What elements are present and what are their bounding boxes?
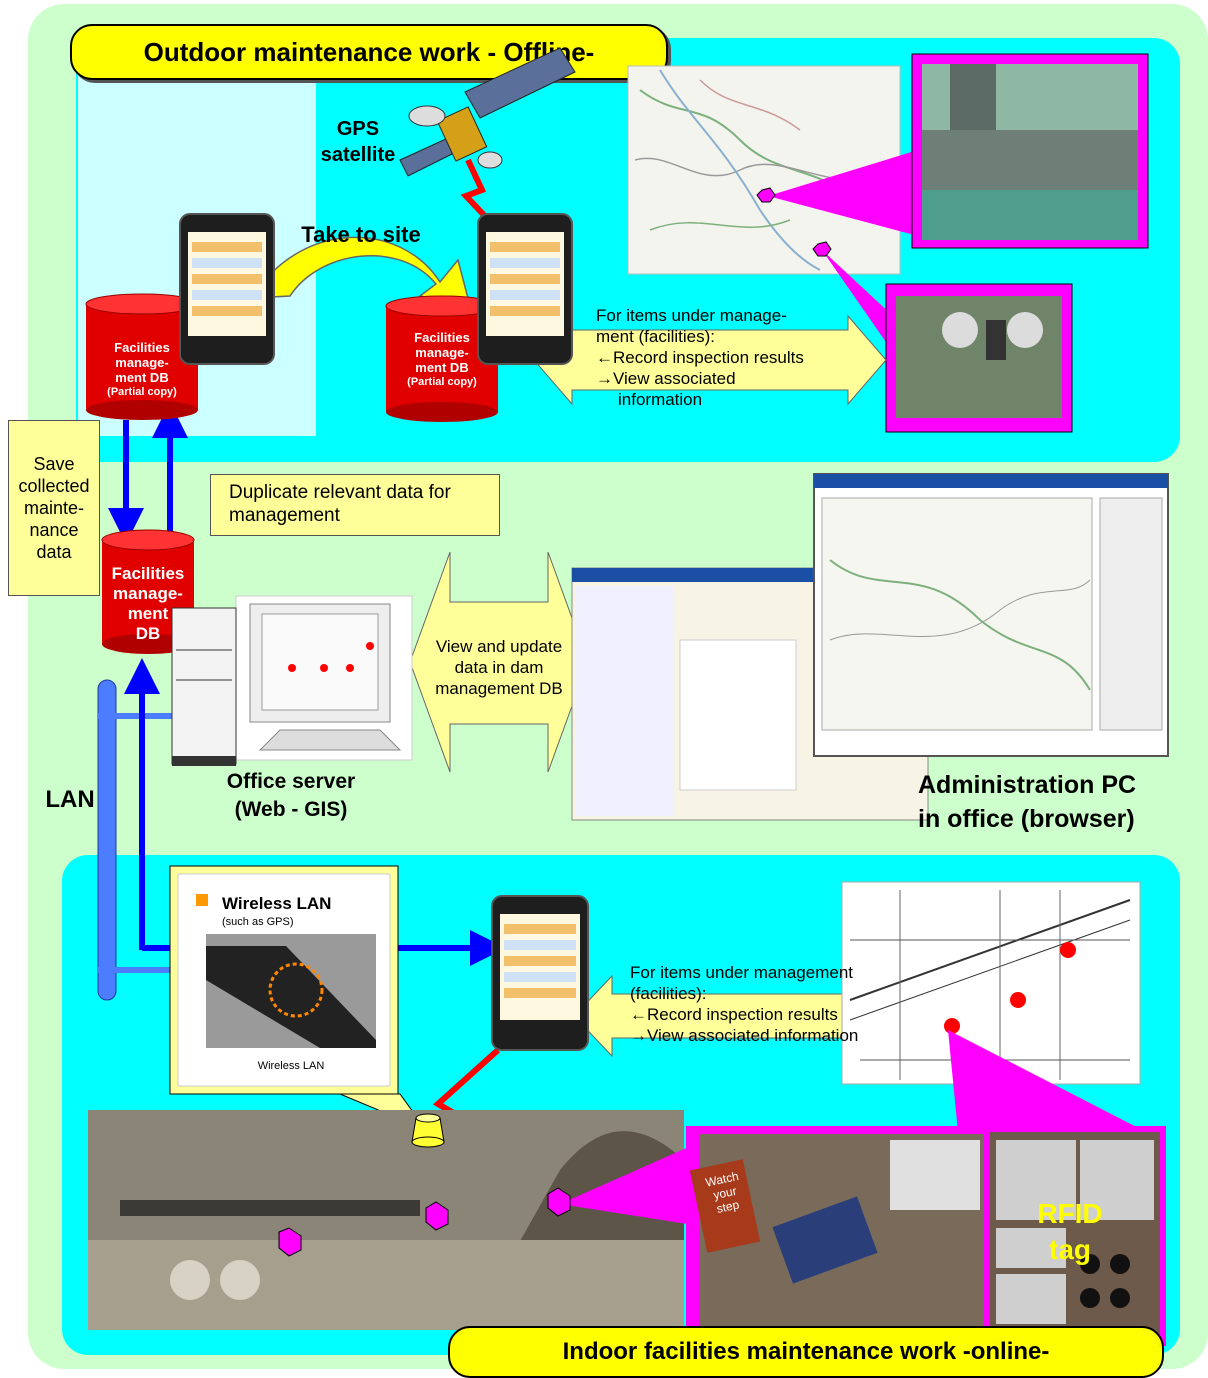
items-line: For items under management bbox=[630, 963, 853, 982]
db-label-line: manage- bbox=[415, 345, 469, 360]
db-main-label: Facilities manage- ment DB bbox=[102, 564, 194, 644]
db-label-line: Facilities bbox=[114, 340, 170, 355]
db-label-line: ment bbox=[127, 604, 169, 623]
outdoor-items-text: For items under manage- ment (facilities… bbox=[596, 305, 848, 410]
wireless-box-title: Wireless LAN bbox=[222, 894, 332, 913]
db-label-line: ment DB bbox=[115, 370, 169, 385]
equipment-photo bbox=[896, 296, 1062, 418]
watch-step-sign bbox=[689, 1159, 761, 1253]
location-marker bbox=[812, 241, 832, 257]
location-marker bbox=[278, 1227, 302, 1257]
arrow-line: management DB bbox=[435, 679, 563, 698]
items-line: information bbox=[618, 390, 703, 409]
server-label-line: Office server bbox=[226, 770, 356, 793]
location-marker bbox=[547, 1187, 571, 1217]
facility-drawing bbox=[841, 881, 1141, 1085]
wireless-box-subtitle: (such as GPS) bbox=[222, 916, 294, 928]
callout-line: management bbox=[229, 505, 340, 526]
callout-line: nance bbox=[29, 520, 79, 540]
pda-device-outdoor-left bbox=[179, 213, 275, 365]
items-line: ←Record inspection results bbox=[596, 348, 804, 367]
items-line: For items under manage- bbox=[596, 306, 787, 325]
outdoor-banner-text: Outdoor maintenance work - Offline- bbox=[143, 36, 595, 67]
location-marker bbox=[756, 187, 776, 203]
location-marker bbox=[425, 1201, 449, 1231]
office-server-label: Office server (Web - GIS) bbox=[196, 768, 386, 824]
take-to-site-arrow bbox=[250, 236, 472, 307]
inspection-callout-pointer bbox=[560, 1142, 700, 1226]
db-partial-right-label: Facilities manage- ment DB (Partial copy… bbox=[386, 330, 498, 390]
items-line: ment (facilities): bbox=[596, 327, 716, 346]
rfid-label-line: tag bbox=[1049, 1234, 1091, 1265]
take-to-site-label: Take to site bbox=[301, 222, 421, 247]
gps-signal-arrow bbox=[460, 158, 503, 235]
rfid-tag-label: RFID tag bbox=[1010, 1196, 1130, 1268]
wireless-box-caption: Wireless LAN bbox=[257, 1060, 325, 1072]
db-label-line: manage- bbox=[113, 584, 183, 603]
save-data-callout: Save collected mainte- nance data bbox=[8, 420, 100, 596]
indoor-banner-text: Indoor facilities maintenance work -onli… bbox=[562, 1338, 1050, 1365]
pda-device-outdoor-right bbox=[477, 213, 573, 365]
admin-label-line: Administration PC bbox=[918, 771, 1137, 799]
arrow-line: data in dam bbox=[454, 658, 544, 677]
items-line: →View associated bbox=[596, 369, 736, 388]
pda-device-indoor bbox=[491, 895, 589, 1051]
db-label-line: Facilities bbox=[414, 330, 470, 345]
db-label-line: Facilities bbox=[111, 564, 185, 583]
server-label-line: (Web - GIS) bbox=[234, 798, 348, 821]
db-label-line: (Partial copy) bbox=[407, 376, 477, 388]
duplicate-data-callout: Duplicate relevant data for management bbox=[210, 474, 500, 536]
db-label-line: manage- bbox=[115, 355, 169, 370]
lan-label: LAN bbox=[45, 786, 95, 813]
db-label-line: (Partial copy) bbox=[107, 386, 177, 398]
tunnel-photo bbox=[88, 1110, 684, 1330]
gps-satellite-label: GPS satellite bbox=[318, 116, 398, 168]
callout-line: Duplicate relevant data for bbox=[229, 482, 451, 503]
rfid-callout-pointer bbox=[948, 1030, 1150, 1134]
admin-pc-label: Administration PC in office (browser) bbox=[918, 768, 1186, 836]
db-partial-left-label: Facilities manage- ment DB (Partial copy… bbox=[86, 340, 198, 400]
callout-line: data bbox=[36, 542, 72, 562]
rfid-label-line: RFID bbox=[1037, 1198, 1103, 1229]
db-label-line: DB bbox=[135, 624, 161, 643]
browser-screenshot-front bbox=[813, 473, 1169, 757]
bullet-square bbox=[196, 894, 208, 906]
callout-line: collected bbox=[18, 476, 90, 496]
db-label-line: ment DB bbox=[415, 360, 469, 375]
gps-label-line: GPS bbox=[336, 118, 380, 140]
items-line: (facilities): bbox=[630, 984, 707, 1003]
gps-label-line: satellite bbox=[320, 144, 396, 166]
db-cylinder-main bbox=[101, 529, 195, 654]
admin-label-line: in office (browser) bbox=[918, 805, 1135, 833]
callout-line: Save bbox=[33, 454, 75, 474]
indoor-banner: Indoor facilities maintenance work -onli… bbox=[448, 1326, 1164, 1378]
callout-line: mainte- bbox=[23, 498, 85, 518]
indoor-items-text: For items under management (facilities):… bbox=[630, 962, 906, 1046]
items-line: →View associated information bbox=[630, 1026, 859, 1045]
lan-cable bbox=[97, 679, 117, 1001]
arrow-line: View and update bbox=[435, 637, 563, 656]
outdoor-callout-pointer-1 bbox=[768, 150, 918, 236]
view-update-text: View and update data in dam management D… bbox=[416, 636, 582, 699]
items-line: ←Record inspection results bbox=[630, 1005, 838, 1024]
gps-satellite-icon bbox=[399, 47, 576, 177]
office-server-icon bbox=[171, 595, 413, 766]
